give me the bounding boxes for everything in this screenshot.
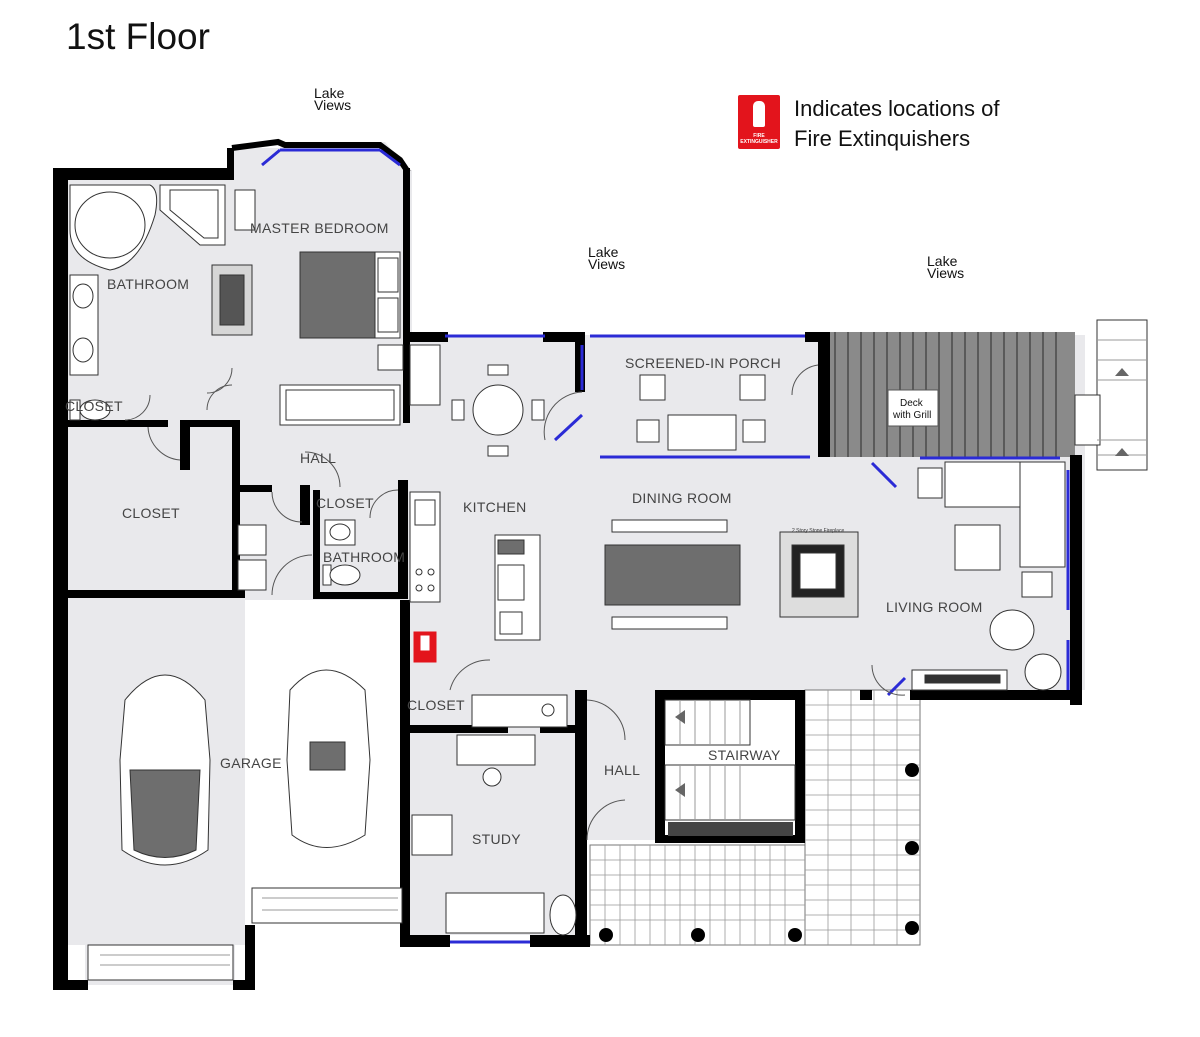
view-label-right-line1: Lake <box>927 253 958 269</box>
patio-posts <box>599 763 919 942</box>
label-deck-line2: with Grill <box>892 410 931 421</box>
label-closet-master: CLOSET <box>65 398 123 414</box>
view-label-right-line2: Views <box>927 265 964 281</box>
legend: Indicates locations of Fire Extinquisher… <box>794 94 999 154</box>
label-master-bedroom: MASTER BEDROOM <box>250 220 389 236</box>
legend-line-1: Indicates locations of <box>794 96 1000 121</box>
label-bathroom-hall: BATHROOM <box>323 549 405 565</box>
walls <box>53 148 1082 990</box>
label-hall-upper: HALL <box>300 450 336 466</box>
label-dining-room: DINING ROOM <box>632 490 732 506</box>
view-label-top-line2: Views <box>314 97 351 113</box>
door-swings <box>124 364 906 841</box>
label-study: STUDY <box>472 831 521 847</box>
label-closet-left: CLOSET <box>122 505 180 521</box>
deck <box>820 332 1075 457</box>
label-garage: GARAGE <box>220 755 282 771</box>
planter <box>668 822 793 836</box>
label-bathroom-master: BATHROOM <box>107 276 189 292</box>
label-closet-kitchen: CLOSET <box>407 697 465 713</box>
label-deck-line1: Deck <box>900 398 924 409</box>
label-hall-lower: HALL <box>604 762 640 778</box>
label-kitchen: KITCHEN <box>463 499 527 515</box>
stair-treads <box>100 339 1147 966</box>
view-label-middle-line1: Lake <box>588 244 619 260</box>
label-closet-hall: CLOSET <box>316 495 374 511</box>
label-stairway: STAIRWAY <box>708 747 781 763</box>
fire-extinguisher-icon: FIRE EXTINGUISHER <box>738 95 780 149</box>
label-screened-porch: SCREENED-IN PORCH <box>625 355 781 371</box>
view-label-top-line1: Lake <box>314 85 345 101</box>
label-living-room: LIVING ROOM <box>886 599 983 615</box>
view-label-middle-line2: Views <box>588 256 625 272</box>
fire-extinguisher-icon-text: FIRE EXTINGUISHER <box>740 133 778 145</box>
patio <box>589 689 921 946</box>
bay-wall <box>231 138 411 174</box>
patio-bricks <box>590 690 920 945</box>
stair-arrows <box>675 368 1129 797</box>
page-title: 1st Floor <box>66 16 210 57</box>
legend-line-2: Fire Extinquishers <box>794 126 971 151</box>
labels: Lake Views Lake Views Lake Views MASTER … <box>65 85 983 847</box>
label-fireplace: 2 Story Stone Fireplace <box>792 528 844 534</box>
furniture <box>69 184 1148 981</box>
windows <box>261 148 1070 944</box>
